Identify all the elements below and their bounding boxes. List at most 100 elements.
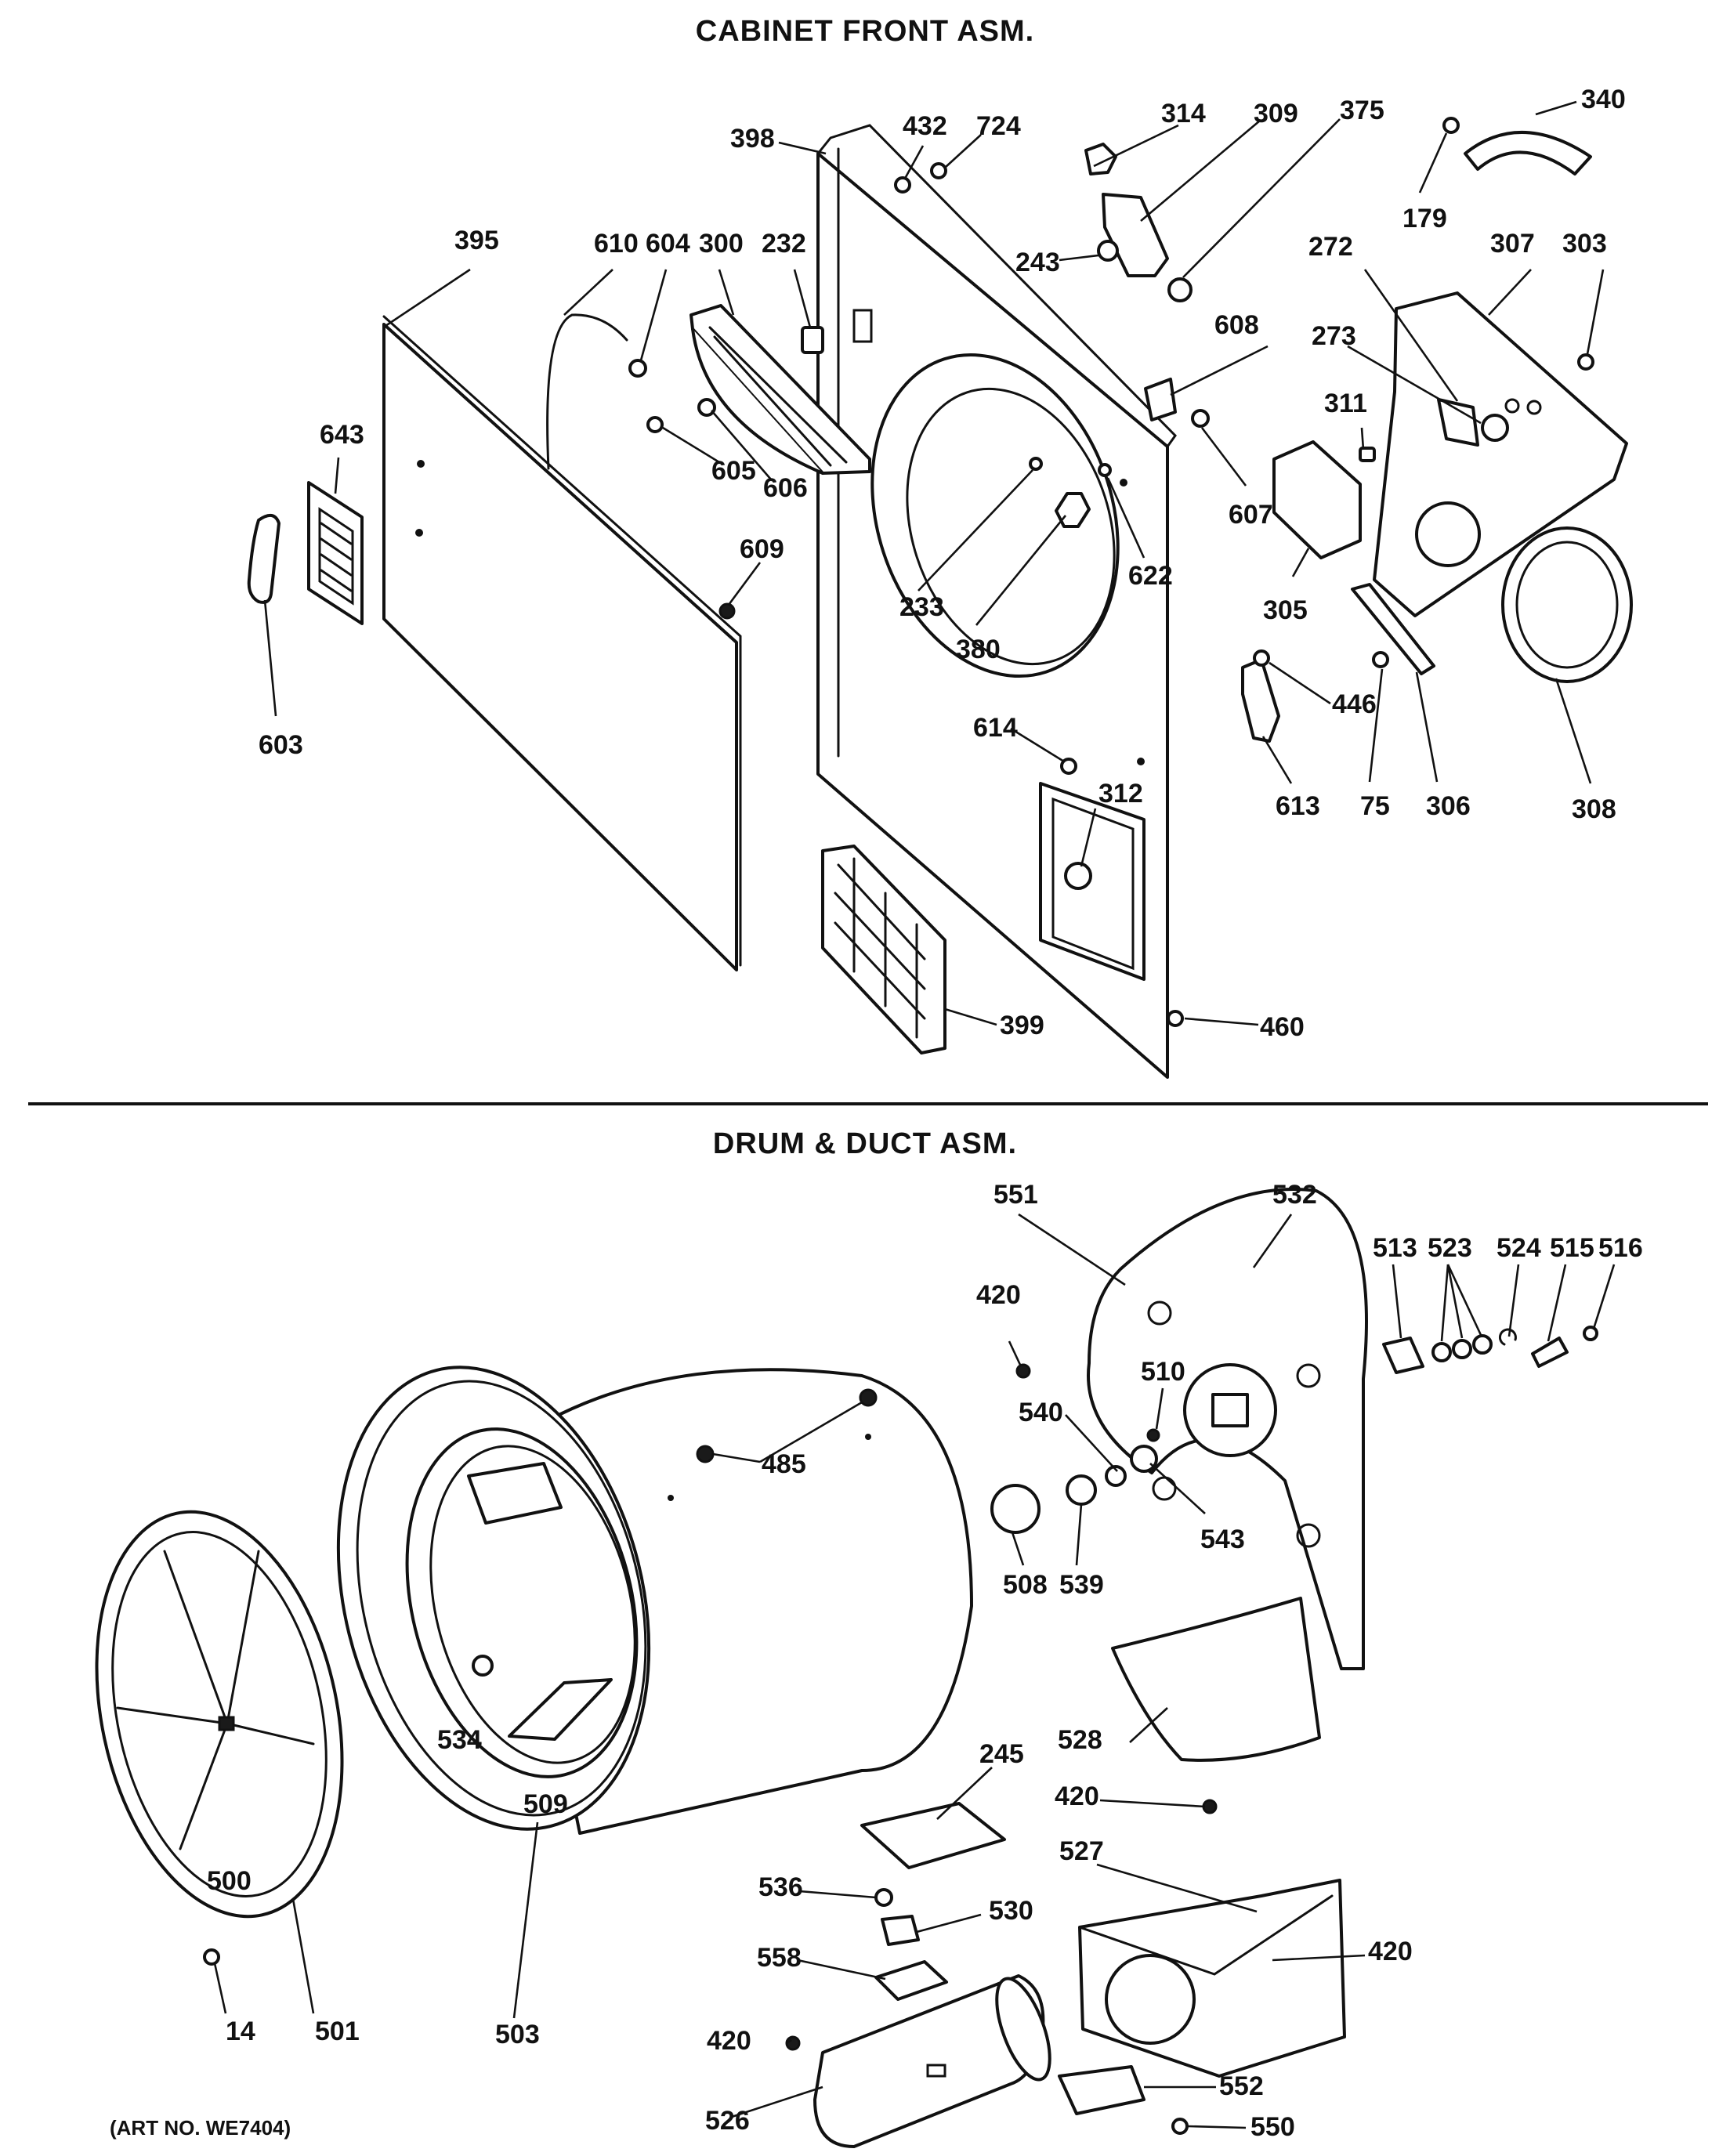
- heater-plate-245-part: [860, 1802, 1006, 1869]
- callout-539: 539: [1059, 1570, 1104, 1600]
- switch-knob-part: [1167, 277, 1193, 302]
- cover-340-part: [1464, 131, 1592, 175]
- bracket-515-part: [1531, 1337, 1569, 1368]
- callout-485: 485: [762, 1449, 806, 1479]
- thermostat-part: [1437, 398, 1479, 447]
- callout-306: 306: [1426, 791, 1471, 821]
- callout-534: 534: [437, 1725, 482, 1755]
- washer-523c-part: [1472, 1334, 1493, 1355]
- callout-307: 307: [1490, 229, 1535, 259]
- callout-643: 643: [320, 420, 364, 450]
- cabinet-front-heading: CABINET FRONT ASM.: [696, 15, 1034, 48]
- callout-614: 614: [973, 713, 1018, 743]
- callout-500: 500: [207, 1866, 252, 1896]
- clip-14-part: [203, 1948, 220, 1966]
- callout-273: 273: [1312, 321, 1356, 351]
- callout-233: 233: [899, 592, 944, 622]
- drum-screw-485a-part: [696, 1445, 715, 1463]
- callout-380: 380: [956, 635, 1001, 664]
- callout-420-bottom: 420: [707, 2026, 751, 2056]
- callout-613: 613: [1276, 791, 1320, 821]
- screw-420a-part: [1015, 1363, 1031, 1379]
- lower-duct-528-part: [1111, 1597, 1321, 1762]
- door-switch-part: [801, 326, 824, 354]
- callout-530: 530: [989, 1896, 1033, 1926]
- callout-375: 375: [1340, 96, 1384, 125]
- switch-552-part: [1058, 2065, 1145, 2115]
- screw-510-part: [1146, 1428, 1160, 1442]
- blower-duct-527-part: [1078, 1879, 1346, 2078]
- art-number: (ART NO. WE7404): [110, 2116, 291, 2140]
- callout-503: 503: [495, 2020, 540, 2049]
- rear-bulkhead-part: [1087, 1188, 1368, 1670]
- screw-420b-part: [1202, 1799, 1218, 1814]
- callout-516: 516: [1598, 1233, 1643, 1263]
- callout-622: 622: [1128, 561, 1173, 591]
- callout-243: 243: [1015, 248, 1060, 277]
- bracket-558-part: [874, 1960, 948, 2001]
- callout-311: 311: [1324, 389, 1367, 418]
- leader-lines: [213, 100, 1616, 2129]
- screw-536-part: [874, 1888, 893, 1907]
- callout-labels: 340 314 309 375 432 724 398 179 243 395 …: [207, 85, 1643, 2142]
- callout-550: 550: [1250, 2112, 1295, 2142]
- callout-14: 14: [226, 2017, 255, 2046]
- callout-528: 528: [1058, 1725, 1102, 1755]
- callout-510: 510: [1141, 1357, 1185, 1387]
- pulley-508-part: [990, 1484, 1041, 1534]
- screw-460-part: [1167, 1010, 1184, 1027]
- screw-75-part: [1372, 651, 1389, 668]
- callout-513: 513: [1373, 1233, 1417, 1263]
- lamp-312-part: [1064, 862, 1092, 890]
- drum-duct-heading: DRUM & DUCT ASM.: [713, 1127, 1017, 1160]
- washer-523a-part: [1431, 1342, 1452, 1362]
- door-vent-part: [307, 481, 364, 625]
- screw-420c-part: [785, 2035, 801, 2051]
- callout-552: 552: [1219, 2071, 1264, 2101]
- callout-604: 604: [646, 229, 690, 259]
- switch-box-305-part: [1272, 440, 1362, 559]
- screw-550-part: [1171, 2118, 1189, 2135]
- callout-232: 232: [762, 229, 806, 259]
- callout-609: 609: [740, 534, 784, 564]
- callout-395: 395: [454, 226, 499, 255]
- switch-cover-part: [1102, 193, 1169, 277]
- seal-ring-308-part: [1501, 526, 1633, 683]
- washer-540-part: [1105, 1465, 1127, 1487]
- toe-grille-part: [821, 845, 946, 1054]
- callout-515: 515: [1550, 1233, 1594, 1263]
- nut-605-part: [646, 416, 664, 433]
- callout-501: 501: [315, 2017, 360, 2046]
- drum-screw-485b-part: [859, 1388, 878, 1407]
- callout-245: 245: [979, 1739, 1024, 1769]
- door-panel-part: [382, 315, 742, 971]
- callout-558: 558: [757, 1943, 802, 1973]
- screw-243-part: [1097, 240, 1119, 262]
- callout-399: 399: [1000, 1011, 1044, 1040]
- lint-filter-housing-part: [689, 304, 871, 475]
- screw-233-part: [1029, 457, 1043, 471]
- bracket-306-part: [1351, 583, 1435, 675]
- callout-446: 446: [1332, 689, 1377, 719]
- hinge-613-part: [1241, 658, 1280, 743]
- screw-604-part: [628, 359, 647, 378]
- clip-311-part: [1359, 447, 1376, 462]
- nut-607-part: [1191, 409, 1210, 428]
- washer-446-part: [1253, 649, 1270, 667]
- heater-can-526-part: [813, 1974, 1051, 2148]
- thermostat-273-part: [1481, 414, 1509, 442]
- callout-524: 524: [1497, 1233, 1541, 1263]
- callout-300: 300: [699, 229, 744, 259]
- rear-seal-part: [95, 1510, 344, 1919]
- door-strike-part: [1084, 143, 1117, 175]
- door-wire-part: [546, 313, 628, 470]
- door-handle-part: [247, 514, 280, 604]
- callout-308: 308: [1572, 794, 1616, 824]
- callout-551: 551: [993, 1180, 1038, 1210]
- screw-303-part: [1577, 353, 1594, 371]
- callout-540: 540: [1019, 1398, 1063, 1427]
- clip-524-part: [1498, 1328, 1517, 1346]
- clip-606-part: [697, 398, 716, 417]
- callout-340: 340: [1581, 85, 1626, 114]
